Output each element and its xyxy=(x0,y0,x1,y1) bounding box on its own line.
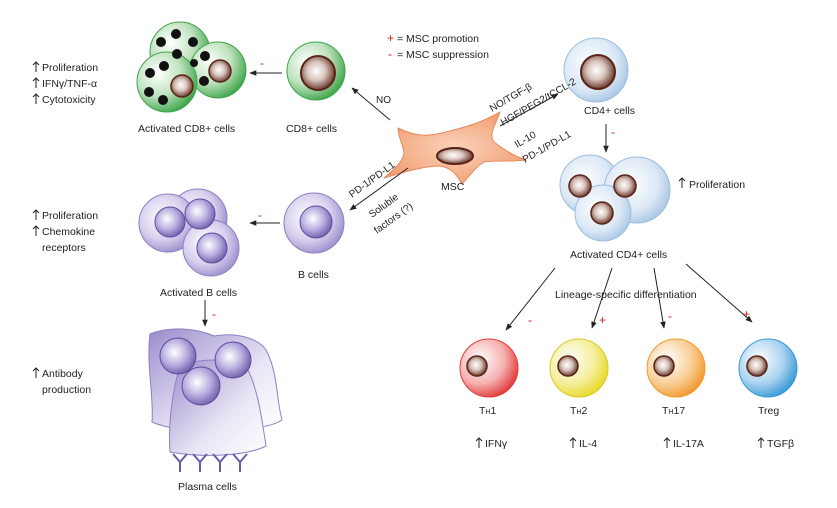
up-arrow-icon xyxy=(32,93,40,104)
th17-marker: IL-17A xyxy=(673,438,704,450)
activated-b-label: Activated B cells xyxy=(160,287,237,299)
legend: + = MSC promotion - = MSC suppression xyxy=(387,31,489,61)
bcell-effect-1: Proliferation xyxy=(42,210,98,222)
up-arrow-icon xyxy=(757,437,765,448)
antibody-icon xyxy=(232,453,248,472)
th1-label: TH1 xyxy=(479,405,496,417)
antibody-icon xyxy=(192,453,208,472)
activated-cd8-label: Activated CD8+ cells xyxy=(138,123,235,135)
msc-cell xyxy=(383,110,527,185)
th2-sign: + xyxy=(599,313,606,327)
bcell-effects: Proliferation Chemokine receptors xyxy=(32,209,98,254)
up-arrow-icon xyxy=(32,367,40,378)
up-arrow-icon xyxy=(32,61,40,72)
th1-arrow xyxy=(505,267,556,331)
th2-cell xyxy=(549,338,609,398)
cd8-factor: NO xyxy=(376,95,391,106)
plasma-effect-2: production xyxy=(42,384,91,396)
legend-plus-text: = MSC promotion xyxy=(397,33,479,45)
bcell-plasma-effects: Antibody production xyxy=(32,367,91,396)
plasma-cells xyxy=(148,328,283,456)
activated-cd4-cells xyxy=(559,154,671,242)
activated-b-cells xyxy=(138,188,240,277)
msc-to-cd8-arrow xyxy=(351,87,391,121)
th2-marker: IL-4 xyxy=(579,438,597,450)
cd8-effect-2: IFNγ/TNF-α xyxy=(42,78,97,90)
up-arrow-icon xyxy=(663,437,671,448)
antibody-icon xyxy=(212,453,228,472)
bcell-sign: - xyxy=(258,208,262,222)
msc-label: MSC xyxy=(441,181,465,193)
cd8-effects: Proliferation IFNγ/TNF-α Cytotoxicity xyxy=(32,61,98,106)
th17-sign: - xyxy=(668,309,672,323)
th17-cell xyxy=(646,338,706,398)
bcell-effect-3: receptors xyxy=(42,242,86,254)
bcell-label: B cells xyxy=(298,269,329,281)
th1-sign: - xyxy=(528,313,532,327)
up-arrow-icon xyxy=(32,209,40,220)
treg-arrow xyxy=(685,263,753,323)
treg-sign: + xyxy=(743,307,750,321)
plasma-effect-1: Antibody xyxy=(42,368,84,380)
plasma-label: Plasma cells xyxy=(178,481,237,493)
th1-marker: IFNγ xyxy=(485,438,508,450)
up-arrow-icon xyxy=(32,77,40,88)
activated-cd8-cells xyxy=(136,21,247,113)
cd8-cell xyxy=(286,41,346,101)
legend-plus-symbol: + xyxy=(387,31,394,45)
treg-marker: TGFβ xyxy=(767,438,794,450)
th17-arrow xyxy=(653,267,666,329)
cd8-effect-1: Proliferation xyxy=(42,62,98,74)
th17-label: TH17 xyxy=(662,405,685,417)
bcell-effect-2: Chemokine xyxy=(42,226,95,238)
cd4-effect: Proliferation xyxy=(689,179,745,191)
legend-minus-text: = MSC suppression xyxy=(397,49,489,61)
b-cell xyxy=(283,192,345,254)
treg-cell xyxy=(738,338,798,398)
activated-cd4-label: Activated CD4+ cells xyxy=(570,249,667,261)
cd8-label: CD8+ cells xyxy=(286,123,337,135)
th2-arrow xyxy=(591,267,613,329)
plasma-sign: - xyxy=(212,307,216,321)
th2-label: TH2 xyxy=(570,405,587,417)
cd4-cell xyxy=(563,37,629,103)
up-arrow-icon xyxy=(678,177,686,188)
cd4-sign: - xyxy=(611,125,615,139)
antibody-icons xyxy=(172,453,248,472)
cd8-effect-3: Cytotoxicity xyxy=(42,94,96,106)
antibody-icon xyxy=(172,453,188,472)
th1-cell xyxy=(459,338,519,398)
legend-minus-symbol: - xyxy=(388,47,392,61)
up-arrow-icon xyxy=(475,437,483,448)
differentiation-label: Lineage-specific differentiation xyxy=(555,289,697,301)
msc-to-cd4-arrow xyxy=(499,93,559,127)
up-arrow-icon xyxy=(569,437,577,448)
msc-to-bcell-arrow xyxy=(349,167,409,211)
up-arrow-icon xyxy=(32,225,40,236)
cd8-sign: - xyxy=(260,56,264,70)
treg-label: Treg xyxy=(758,405,779,417)
cd4-label: CD4+ cells xyxy=(584,105,635,117)
